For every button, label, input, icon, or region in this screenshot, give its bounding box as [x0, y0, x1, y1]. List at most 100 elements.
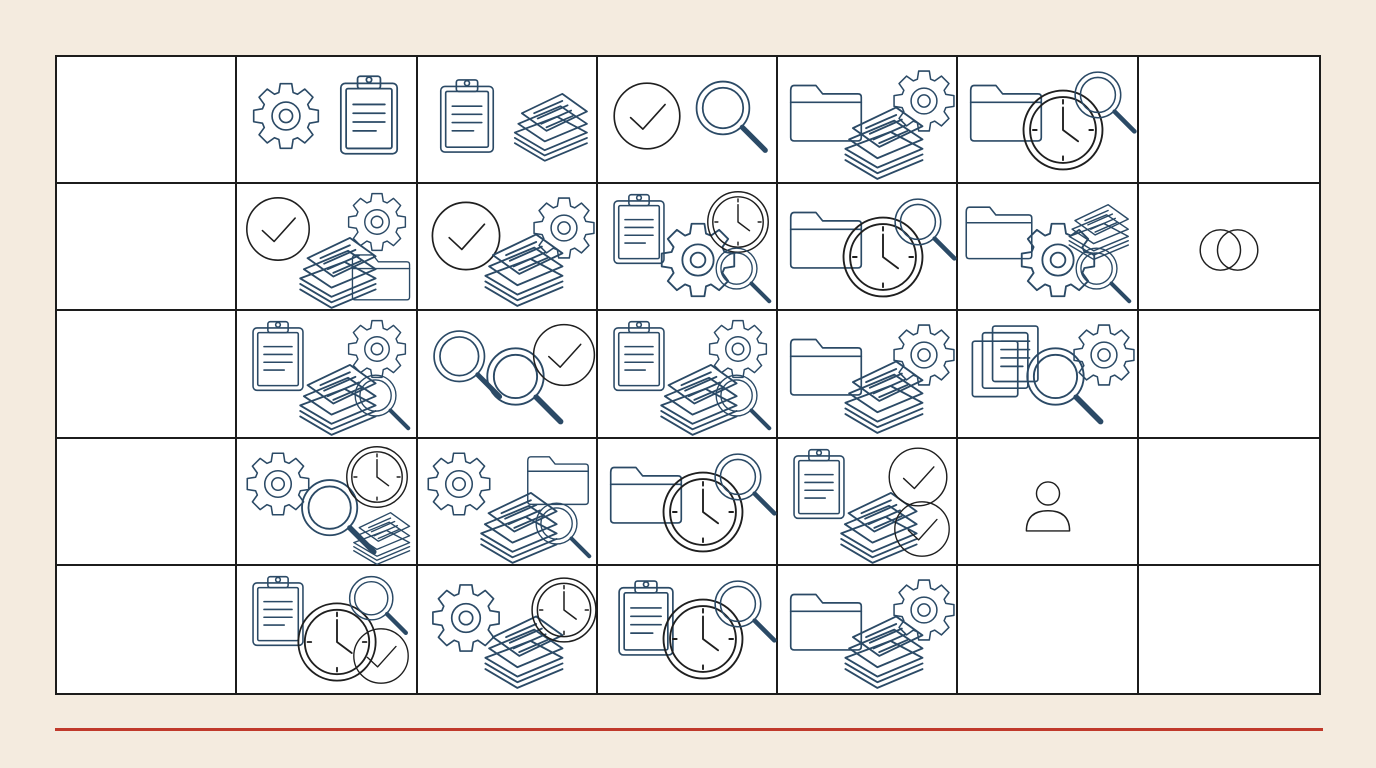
clock-icon	[662, 471, 744, 553]
gear-icon	[246, 452, 310, 516]
grid-cell-r2-c4	[597, 184, 779, 312]
grid-cell-r5-c1	[57, 565, 238, 693]
grid-cell-r2-c7	[1138, 184, 1319, 312]
gear-icon	[893, 579, 955, 641]
grid-cell-r5-c7	[1139, 566, 1319, 693]
grid-cell-r1-c4	[597, 57, 779, 185]
check-icon	[888, 447, 948, 507]
grid-cell-r1-c6	[958, 57, 1139, 185]
gear-icon	[431, 583, 500, 652]
clock-icon	[1023, 89, 1104, 171]
gear-icon	[427, 452, 491, 516]
grid-cell-r2-c2	[237, 184, 418, 312]
folder-icon	[352, 254, 411, 301]
grid-cell-r3-c1	[57, 311, 238, 439]
magnifier-icon	[894, 198, 957, 261]
grid-cell-r1-c3	[417, 57, 598, 185]
gear-icon	[348, 193, 407, 252]
clipboard-icon	[252, 575, 305, 646]
grid-cell-r1-c1	[57, 57, 238, 185]
gear-icon	[1073, 324, 1136, 387]
grid-cell-r4-c2	[237, 438, 418, 566]
grid-cell-r4-c1	[57, 438, 238, 566]
grid-cell-r2-c1	[57, 184, 238, 312]
grid-cell-r4-c3	[417, 438, 598, 566]
grid-cell-r4-c4	[597, 438, 779, 566]
folder-icon	[790, 339, 863, 397]
accent-divider-bar	[55, 728, 1323, 731]
magnifier-icon	[349, 575, 409, 635]
magnifier-icon	[1075, 247, 1132, 304]
magnifier-icon	[1074, 71, 1138, 134]
gear-icon	[660, 223, 736, 298]
gear-icon	[1021, 223, 1096, 298]
gear-icon	[532, 197, 595, 259]
magnifier-icon	[715, 374, 772, 431]
papers-icon	[299, 364, 377, 437]
clipboard-icon	[340, 75, 399, 155]
gear-icon	[893, 70, 955, 132]
clock-icon	[530, 577, 597, 643]
folder-icon	[790, 593, 863, 651]
papers-icon	[353, 511, 411, 565]
grid-cell-r1-c5	[778, 57, 959, 185]
grid-cell-r5-c3	[418, 565, 598, 693]
grid-cell-r5-c4	[598, 565, 779, 693]
grid-cell-r2-c6	[958, 184, 1139, 312]
clock-icon	[842, 216, 924, 298]
grid-cell-r5-c5	[778, 565, 959, 693]
grid-cell-r1-c7	[1138, 57, 1319, 185]
check-icon	[532, 324, 595, 387]
magnifier-icon	[715, 247, 772, 304]
check-icon	[431, 201, 501, 271]
activity-grid	[55, 55, 1321, 695]
grid-cell-r2-c5	[778, 184, 959, 312]
check-icon	[353, 627, 410, 684]
papers-icon	[660, 364, 738, 437]
grid-cell-r5-c6	[958, 565, 1139, 693]
gear-icon	[348, 320, 407, 379]
grid-cell-r3-c3	[417, 311, 598, 439]
magnifier-icon	[535, 502, 591, 558]
gear-icon	[253, 82, 320, 150]
person-icon	[1026, 480, 1071, 532]
grid-cell-r3-c6	[958, 311, 1139, 439]
magnifier-icon	[714, 452, 777, 516]
grid-cell-r1-c2	[237, 57, 418, 185]
grid-cell-r4-c7	[1138, 439, 1319, 566]
check-icon	[894, 500, 951, 557]
gear-icon	[708, 320, 767, 379]
clipboard-icon	[439, 79, 494, 153]
accent-divider-line	[55, 728, 1323, 731]
clock-icon	[706, 191, 769, 254]
clipboard-icon	[793, 448, 845, 519]
grid-cell-r2-c3	[417, 184, 598, 312]
check-icon	[246, 197, 311, 262]
clock-icon	[346, 445, 409, 508]
grid-cell-r3-c2	[237, 311, 418, 439]
clipboard-icon	[613, 194, 665, 265]
papers-icon	[484, 615, 563, 689]
folder-icon	[526, 455, 589, 505]
papers-icon	[840, 491, 918, 564]
grid-cell-r4-c6	[958, 438, 1139, 566]
clipboard-icon	[252, 321, 305, 392]
clock-icon	[297, 602, 377, 682]
magnifier-icon	[354, 374, 411, 431]
grid-cell-r3-c4	[597, 311, 779, 439]
magnifier-icon	[485, 347, 563, 425]
grid-cell-r4-c5	[778, 438, 959, 566]
papers-icon	[844, 615, 924, 689]
magnifier-icon	[714, 580, 777, 643]
folder-icon	[790, 84, 863, 142]
papers-icon	[484, 233, 563, 308]
papers-icon	[513, 93, 588, 162]
check-icon	[613, 82, 681, 150]
papers-icon	[844, 106, 924, 180]
grid-cell-r5-c2	[237, 565, 418, 693]
clipboard-icon	[613, 321, 665, 392]
papers-icon	[479, 491, 558, 564]
magnifier-icon	[695, 80, 768, 153]
papers-icon	[844, 360, 924, 435]
grid-cell-r3-c5	[778, 311, 959, 439]
